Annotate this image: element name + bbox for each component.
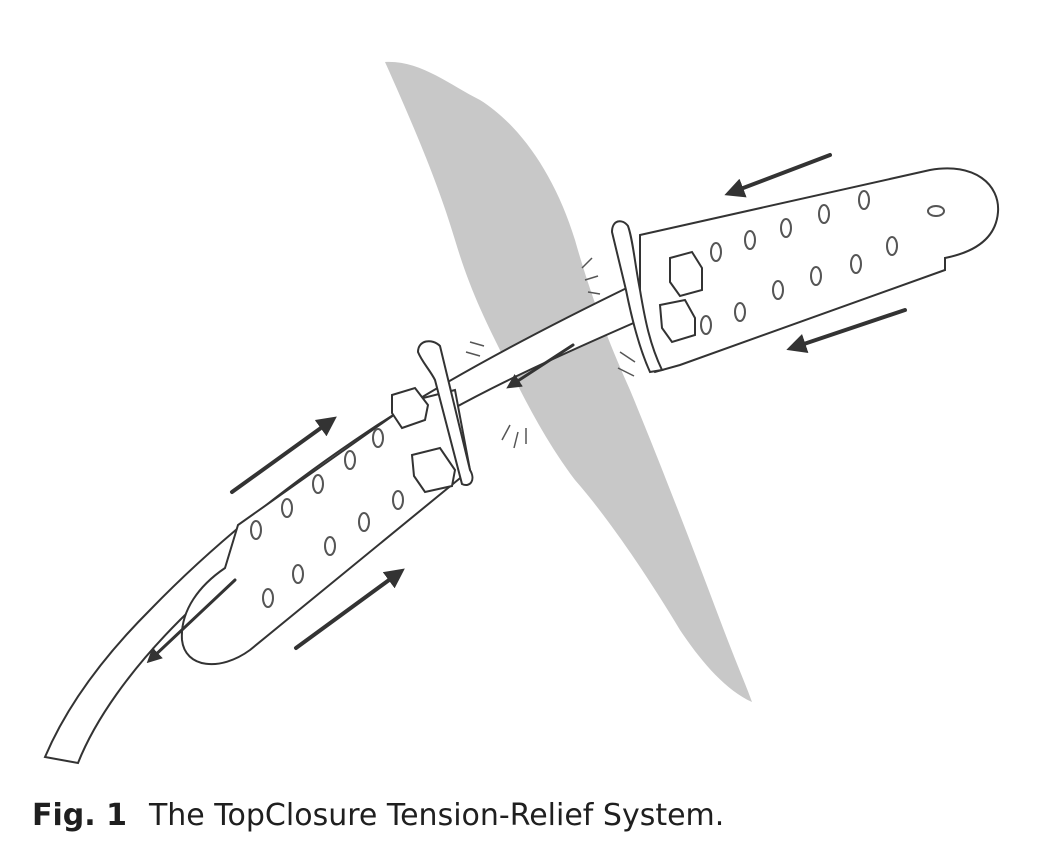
lower-attachment-plate [180, 340, 474, 666]
upper-attachment-plate [610, 167, 1000, 374]
figure-caption: Fig. 1 The TopClosure Tension-Relief Syst… [32, 798, 724, 833]
caption-label: Fig. 1 [32, 798, 127, 833]
tension-marks [465, 257, 636, 449]
caption-text: The TopClosure Tension-Relief System. [148, 798, 725, 833]
figure-illustration [43, 61, 1000, 765]
tension-arrows [146, 153, 907, 664]
skin-flap [385, 61, 752, 702]
